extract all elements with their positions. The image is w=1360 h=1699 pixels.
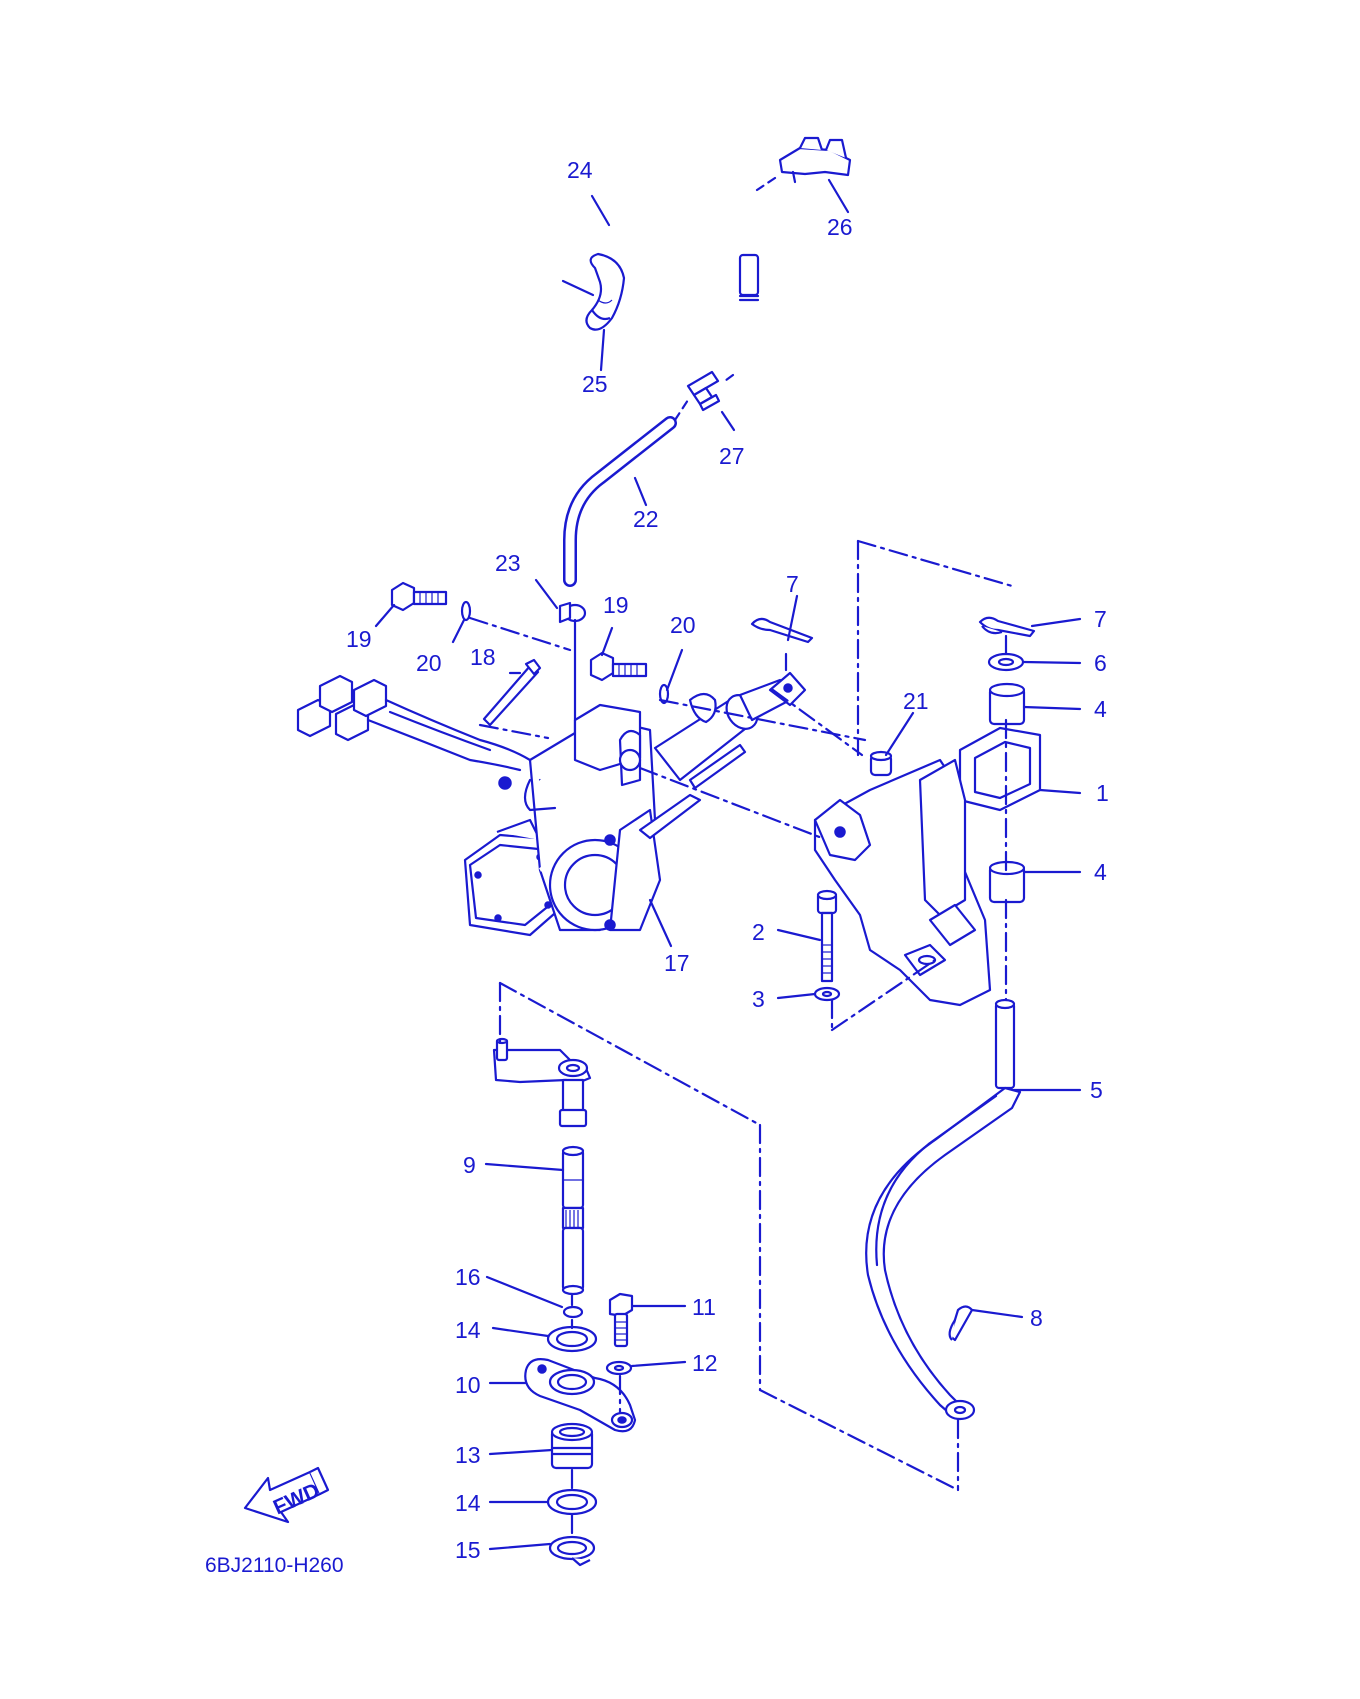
part-12-washer [605,1360,633,1376]
callout-12: 12 [692,1350,718,1376]
callout-2: 2 [752,919,765,945]
part-20-washer-left [460,600,472,622]
part-6-washer [987,652,1025,672]
callout-8: 8 [1030,1305,1043,1331]
callout-21: 21 [903,688,929,714]
callout-3: 3 [752,986,765,1012]
callout-18: 18 [470,644,496,670]
part-19-bolt-right [589,651,648,682]
part-9-shaft [492,1037,592,1296]
callout-17: 17 [664,950,690,976]
part-14-washer-bottom [546,1488,598,1516]
part-27-fitting [686,370,721,412]
callout-4-bottom: 4 [1094,859,1107,885]
callout-20-left: 20 [416,650,442,676]
wire-connectors [296,674,532,772]
callout-20-right: 20 [670,612,696,638]
callout-25: 25 [582,371,608,397]
part-20-washer-right [658,683,670,705]
callout-11: 11 [692,1294,716,1320]
callout-19-left: 19 [346,626,372,652]
assembly-guide-lines [468,176,1014,1539]
callout-4-top: 4 [1094,696,1107,722]
callout-10: 10 [455,1372,481,1398]
leader-lines [374,178,1082,1551]
part-4-bushing-top [988,682,1026,726]
part-18-screw [482,658,542,727]
part-21-collar [869,750,893,777]
callout-14-bottom: 14 [455,1490,481,1516]
part-14-washer-top [546,1325,598,1353]
part-5-arm [865,998,1022,1421]
callout-14-top: 14 [455,1317,481,1343]
fwd-arrow-icon: FWD [243,1466,330,1524]
callout-24: 24 [567,157,593,183]
part-13-bushing [550,1422,594,1470]
callout-15: 15 [455,1537,481,1563]
part-10-lever [524,1358,637,1433]
part-3-washer [813,986,841,1002]
callout-6: 6 [1094,650,1107,676]
callout-9: 9 [463,1152,476,1178]
part-17-trim-unit [463,671,807,937]
part-1-bracket [813,726,1042,1007]
part-11-bolt [608,1292,634,1348]
callout-26: 26 [827,214,853,240]
callout-16: 16 [455,1264,481,1290]
callout-7-right: 7 [1094,606,1107,632]
callout-23: 23 [495,550,521,576]
callout-7-left: 7 [786,571,799,597]
callout-labels: 24 26 25 27 22 23 19 19 20 20 18 7 7 6 4… [346,157,1109,1563]
callout-1: 1 [1096,780,1109,806]
part-25-clamp [585,252,626,331]
part-2-bolt [816,889,838,983]
part-24-tube [492,155,760,380]
part-15-circlip [548,1535,596,1567]
callout-13: 13 [455,1442,481,1468]
part-8-cotter-pin [948,1305,974,1342]
callout-19-right: 19 [603,592,629,618]
callout-22: 22 [633,506,659,532]
part-7-cotter-pin-left [750,617,814,672]
part-19-bolt-left [390,581,448,612]
part-code: 6BJ2110-H260 [205,1554,344,1577]
callout-5: 5 [1090,1077,1103,1103]
part-22-tube [563,416,677,587]
part-16-o-ring [562,1305,584,1319]
callout-27: 27 [719,443,745,469]
part-26-clip [778,136,852,184]
part-7-cotter-pin-right [978,616,1036,638]
